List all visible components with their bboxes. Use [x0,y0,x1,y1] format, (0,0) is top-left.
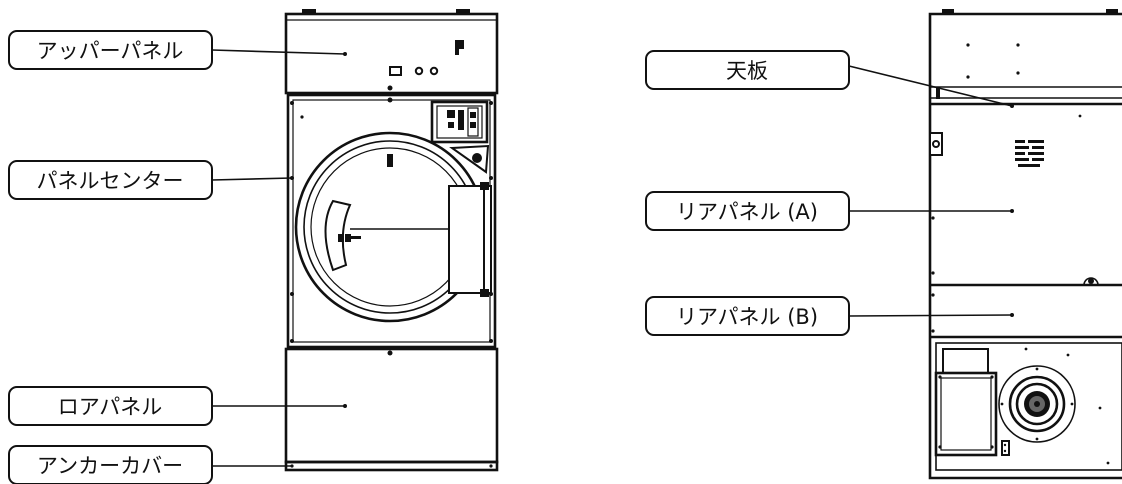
label-top-plate-text: 天板 [726,59,768,83]
label-panel-center-text: パネルセンター [37,169,184,193]
top-tab-left [302,9,316,15]
label-lower-panel-text: ロアパネル [58,395,163,419]
rear-top-tab-right [1106,9,1118,15]
label-panel-center: パネルセンター [8,160,293,200]
top-plate-part [930,43,1122,118]
upper-panel-part [284,12,499,95]
label-rear-panel-a: リアパネル (A) [645,191,1012,231]
label-upper-panel: アッパーパネル [8,30,346,70]
label-rear-panel-a-text: リアパネル (A) [676,200,818,224]
top-tab-right [456,9,470,15]
rear-top-tab-left [942,9,954,15]
panel-center-part [286,93,497,349]
dryer-front-view [284,9,499,472]
rear-panel-a-part [929,132,1122,287]
label-lower-panel: ロアパネル [8,386,345,426]
blower-section [934,342,1122,471]
label-rear-panel-b: リアパネル (B) [645,296,1013,336]
dryer-rear-view [928,9,1122,480]
anchor-cover-part [284,460,499,472]
label-rear-panel-b-text: リアパネル (B) [676,305,818,329]
label-top-plate: 天板 [645,50,1013,107]
label-upper-panel-text: アッパーパネル [37,39,184,63]
label-anchor-cover: アンカーカバー [8,445,292,484]
label-anchor-cover-text: アンカーカバー [37,454,183,478]
